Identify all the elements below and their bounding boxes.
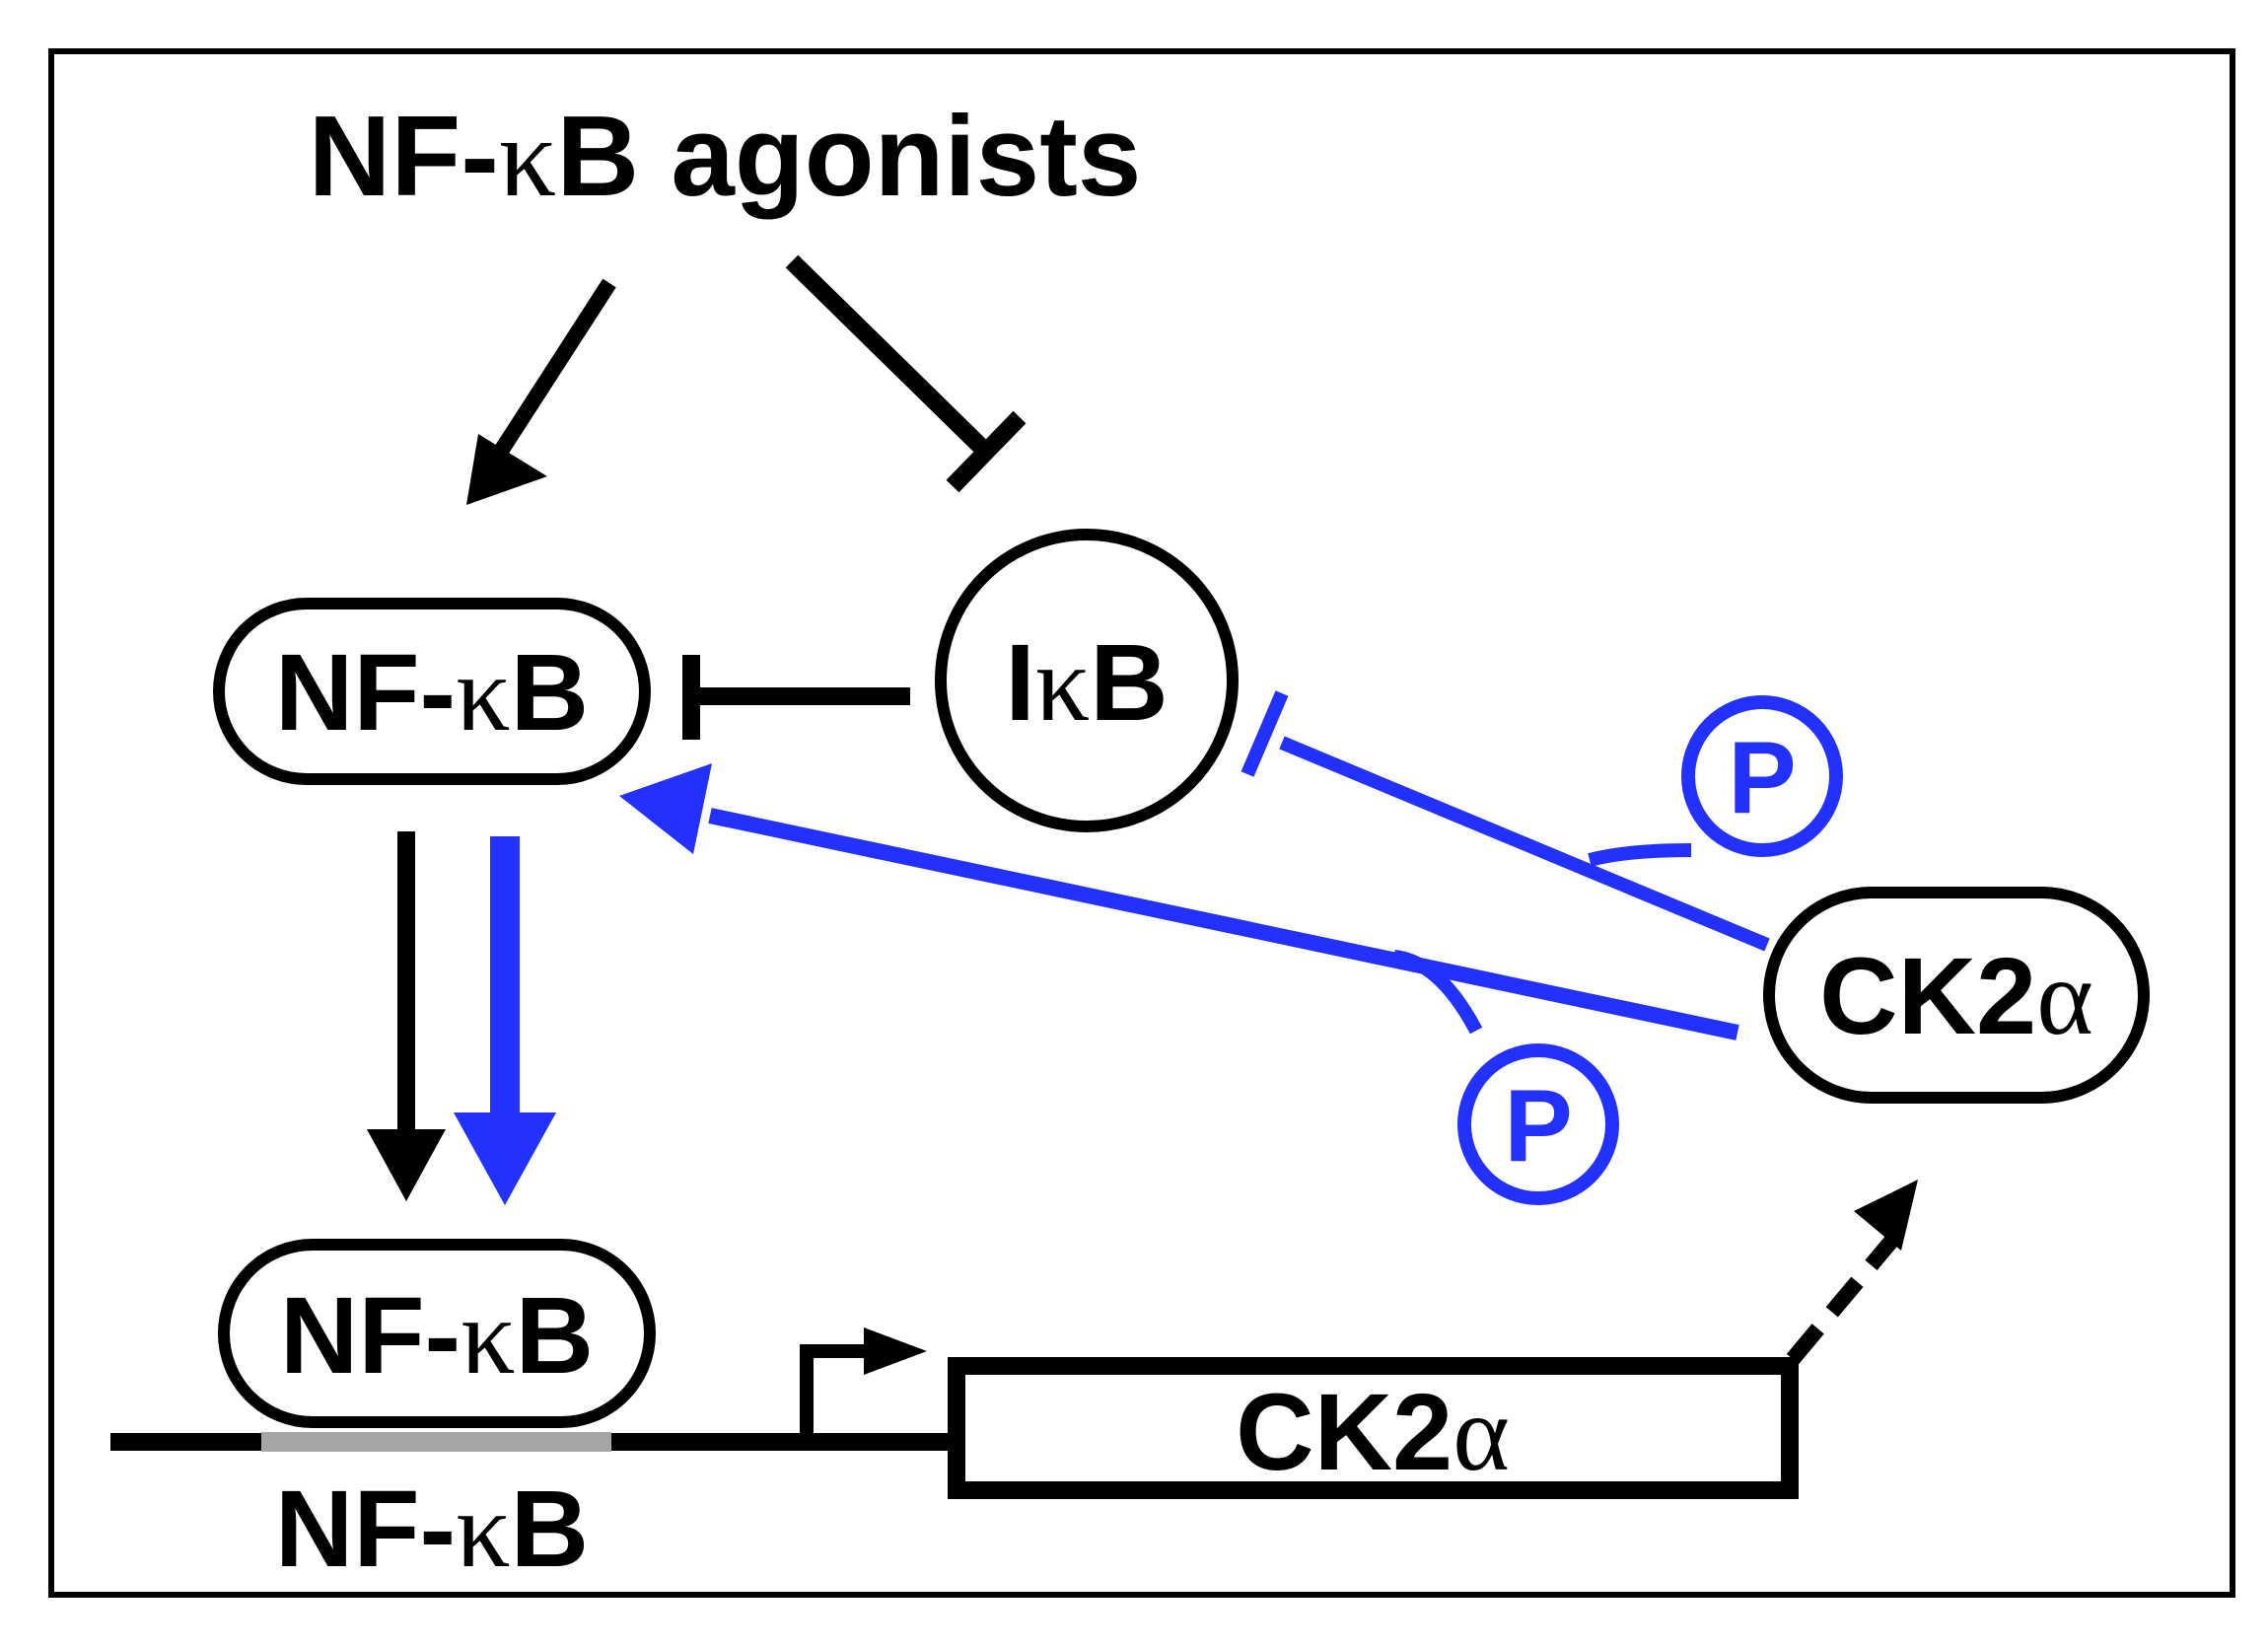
agonists-label: NF-κB agonists <box>309 92 1142 221</box>
ikb-phospho-hook <box>1588 843 1692 867</box>
nfkb-nuclear-label: NF-κB <box>280 1275 594 1397</box>
ikb-node <box>935 529 1239 832</box>
nfkb-cytoplasm-node <box>213 598 651 785</box>
ck2a-gene-box <box>948 1357 1799 1499</box>
ck2a-expression-dashed-arrow <box>1786 1227 1905 1365</box>
agonists-inhibit-ikb-bar <box>946 410 1027 493</box>
nfkb-phospho-circle <box>1457 1043 1619 1205</box>
ck2a-protein-label: CK2α <box>1819 936 2093 1057</box>
nfkb-translocation-arrowhead-black <box>367 1129 446 1201</box>
nfkb-translocation-arrowhead-blue <box>454 1112 556 1205</box>
ikb-label: IκB <box>1005 622 1168 744</box>
transcription-start-arrow <box>800 1344 868 1442</box>
nfkb-nuclear-node <box>218 1239 656 1428</box>
ck2a-inhibit-ikb-line <box>1279 736 1770 952</box>
ck2a-activate-nfkb-arrowhead <box>619 763 712 854</box>
nfkb-phospho-hook <box>1392 950 1483 1035</box>
ck2a-activate-nfkb-line <box>708 808 1739 1040</box>
ck2a-protein-node <box>1763 887 2150 1104</box>
ikb-phospho-label: P <box>1728 721 1796 835</box>
binding-site-label: NF-κB <box>275 1469 589 1590</box>
nfkb-phospho-label: P <box>1504 1069 1572 1183</box>
agonists-activate-nfkb-arrow <box>491 278 616 461</box>
agonists-inhibit-ikb-line <box>785 254 993 459</box>
agonists-activate-nfkb-arrowhead <box>466 434 547 505</box>
ck2a-inhibit-ikb-bar <box>1240 690 1289 777</box>
figure-frame <box>48 48 2235 1598</box>
ck2a-gene-label: CK2α <box>1236 1372 1510 1493</box>
nfkb-cytoplasm-label: NF-κB <box>275 632 589 753</box>
ck2a-expression-arrowhead <box>1854 1180 1918 1251</box>
ikb-phospho-circle <box>1681 695 1843 857</box>
transcription-start-arrowhead <box>864 1327 927 1375</box>
